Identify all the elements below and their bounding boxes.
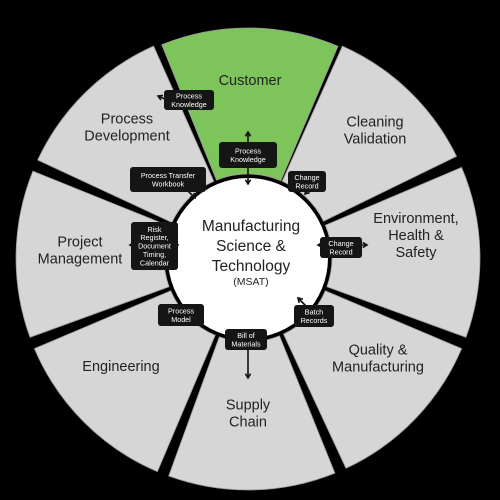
segment-label-environment-health-safety: Environment,Health &Safety <box>373 211 458 261</box>
segment-customer <box>161 27 339 182</box>
center-title-line: Manufacturing <box>202 218 300 235</box>
segment-label-engineering: Engineering <box>82 359 159 375</box>
center-circle <box>168 178 328 338</box>
center-title-line: Technology <box>212 258 291 275</box>
center-title-line: Science & <box>216 238 286 255</box>
segment-label-quality-manufacturing: Quality &Manufacturing <box>332 343 424 376</box>
center-subtitle: (MSAT) <box>233 276 268 288</box>
segment-label-customer: Customer <box>219 73 282 89</box>
